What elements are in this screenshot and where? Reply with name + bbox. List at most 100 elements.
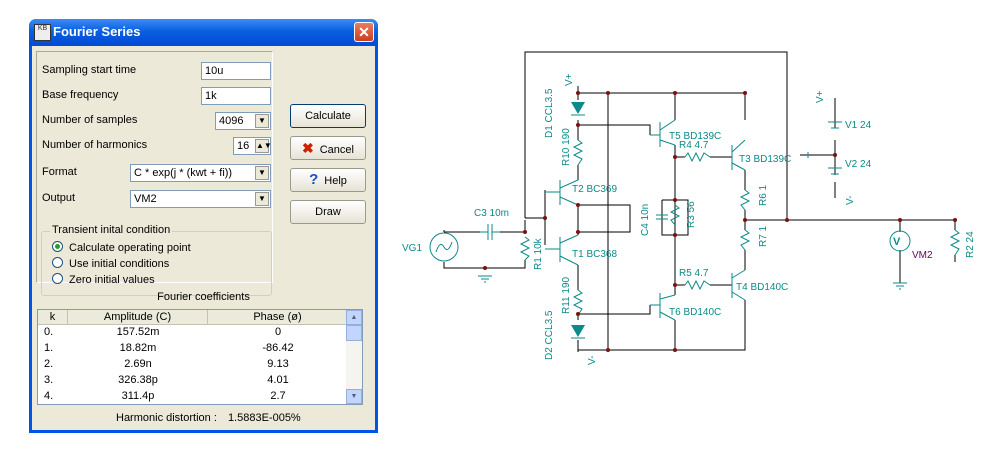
- cell-k: 0.: [44, 326, 54, 338]
- scroll-up-icon[interactable]: ▲: [346, 310, 362, 325]
- label-vminus-d2: V-: [587, 356, 598, 365]
- spinner-arrows-icon[interactable]: ▲▼: [255, 139, 272, 153]
- label-d1: D1 CCL3.5: [544, 88, 555, 138]
- label-r2: R2 24: [965, 231, 976, 258]
- harmonic-distortion-label: Harmonic distortion :: [116, 412, 217, 424]
- cell-phase: 4.01: [267, 374, 289, 386]
- radio-unselected-icon: [52, 273, 63, 284]
- diode-d1-icon: [571, 102, 585, 114]
- label-r6: R6 1: [758, 184, 769, 206]
- table-row[interactable]: 4. 311.4p 2.7: [38, 389, 350, 404]
- label-v1: V1 24: [845, 120, 872, 131]
- table-row[interactable]: 1. 18.82m -86.42: [38, 341, 350, 357]
- diode-d2-icon: [571, 325, 585, 337]
- cell-phase: -86.42: [262, 342, 294, 354]
- number-of-samples-value: 4096: [219, 115, 244, 127]
- column-header-phase[interactable]: Phase (ø): [208, 310, 348, 325]
- vertical-scrollbar[interactable]: ▲ ▼: [346, 310, 362, 404]
- number-of-samples-select[interactable]: 4096 ▼: [215, 112, 271, 130]
- format-select[interactable]: C * exp(j * (kwt + fi)) ▼: [130, 164, 271, 182]
- radio-calculate-operating-point[interactable]: Calculate operating point: [52, 241, 191, 254]
- output-value: VM2: [134, 193, 157, 205]
- label-t4: T4 BD140C: [736, 282, 788, 293]
- number-of-harmonics-spinner[interactable]: 16 ▲▼: [233, 137, 272, 155]
- label-d2: D2 CCL3.5: [544, 310, 555, 360]
- label-vm2: VM2: [912, 250, 933, 261]
- base-frequency-input[interactable]: 1k: [201, 87, 271, 105]
- radio-label: Use initial conditions: [69, 258, 170, 270]
- chevron-down-icon[interactable]: ▼: [255, 166, 269, 180]
- label-c3: C3 10m: [474, 208, 509, 219]
- title-bar[interactable]: KB Fourier Series ✕: [29, 19, 378, 46]
- chevron-down-icon[interactable]: ▼: [255, 114, 269, 128]
- label-t3: T3 BD139C: [739, 154, 791, 165]
- format-label: Format: [42, 166, 77, 178]
- label-t5: T5 BD139C: [669, 131, 721, 142]
- number-of-harmonics-value: 16: [237, 140, 250, 152]
- cell-amplitude: 2.69n: [124, 358, 152, 370]
- close-button[interactable]: ✕: [354, 22, 374, 42]
- scroll-thumb[interactable]: [346, 325, 362, 341]
- table-row[interactable]: 3. 326.38p 4.01: [38, 373, 350, 389]
- column-header-amplitude[interactable]: Amplitude (C): [68, 310, 208, 325]
- table-row[interactable]: 2. 2.69n 9.13: [38, 357, 350, 373]
- label-r1: R1 10k: [533, 237, 544, 270]
- label-r10: R10 190: [561, 128, 572, 166]
- help-label: Help: [324, 175, 347, 187]
- label-r7: R7 1: [758, 225, 769, 247]
- cell-phase: 9.13: [267, 358, 289, 370]
- cancel-label: Cancel: [319, 144, 354, 156]
- sampling-start-time-label: Sampling start time: [42, 64, 137, 76]
- label-t1: T1 BC368: [572, 249, 617, 260]
- cell-amplitude: 157.52m: [116, 326, 160, 338]
- number-of-harmonics-label: Number of harmonics: [42, 139, 148, 151]
- column-header-k[interactable]: k: [38, 310, 68, 325]
- fourier-coefficients-title: Fourier coefficients: [157, 291, 250, 303]
- cancel-x-icon: ✖: [302, 140, 314, 156]
- label-vplus-v1: V+: [815, 90, 826, 103]
- table-row[interactable]: 0. 157.52m 0: [38, 325, 350, 341]
- label-t2: T2 BC369: [572, 184, 617, 195]
- sampling-start-time-input[interactable]: 10u: [201, 62, 271, 80]
- label-t6: T6 BD140C: [669, 307, 721, 318]
- cell-phase: 2.7: [270, 390, 286, 402]
- circuit-schematic[interactable]: V VG1 C3 10m R1 10k D1 CCL3.5 D2 CCL3.5 …: [395, 0, 993, 461]
- label-v2: V2 24: [845, 159, 872, 170]
- question-mark-icon: ?: [309, 171, 319, 188]
- format-value: C * exp(j * (kwt + fi)): [134, 167, 233, 179]
- label-r5: R5 4.7: [679, 268, 709, 279]
- radio-use-initial-conditions[interactable]: Use initial conditions: [52, 257, 169, 270]
- draw-button[interactable]: Draw: [290, 200, 366, 224]
- cancel-button[interactable]: ✖ Cancel: [290, 136, 366, 160]
- label-r3: R3 56: [686, 201, 697, 228]
- label-c4: C4 10n: [640, 204, 651, 236]
- cell-amplitude: 18.82m: [119, 342, 157, 354]
- number-of-samples-label: Number of samples: [42, 114, 138, 126]
- chevron-down-icon[interactable]: ▼: [255, 192, 269, 206]
- coefficients-table[interactable]: k Amplitude (C) Phase (ø) 0. 157.52m 0 1…: [37, 309, 363, 405]
- harmonic-distortion-value: 1.5883E-005%: [227, 412, 301, 424]
- output-select[interactable]: VM2 ▼: [130, 190, 271, 208]
- output-label: Output: [42, 192, 76, 204]
- radio-zero-initial-values[interactable]: Zero initial values: [52, 273, 155, 286]
- cell-k: 1.: [44, 342, 54, 354]
- cell-amplitude: 326.38p: [118, 374, 158, 386]
- voltmeter-icon: V: [893, 236, 901, 248]
- harmonic-distortion: Harmonic distortion : 1.5883E-005%: [116, 412, 301, 424]
- scroll-down-icon[interactable]: ▼: [346, 389, 362, 404]
- radio-label: Zero initial values: [69, 274, 155, 286]
- cell-phase: 0: [274, 326, 282, 338]
- cell-amplitude: 311.4p: [121, 390, 155, 402]
- radio-unselected-icon: [52, 257, 63, 268]
- calculate-label: Calculate: [305, 110, 351, 122]
- cell-k: 4.: [44, 390, 54, 402]
- transient-group-title: Transient inital condition: [50, 224, 173, 236]
- label-r11: R11 190: [561, 276, 572, 314]
- cell-k: 2.: [44, 358, 54, 370]
- radio-selected-icon: [52, 241, 63, 252]
- help-button[interactable]: ? Help: [290, 168, 366, 192]
- window-title: Fourier Series: [53, 24, 141, 39]
- app-icon: KB: [34, 24, 51, 41]
- calculate-button[interactable]: Calculate: [290, 104, 366, 128]
- cell-k: 3.: [44, 374, 54, 386]
